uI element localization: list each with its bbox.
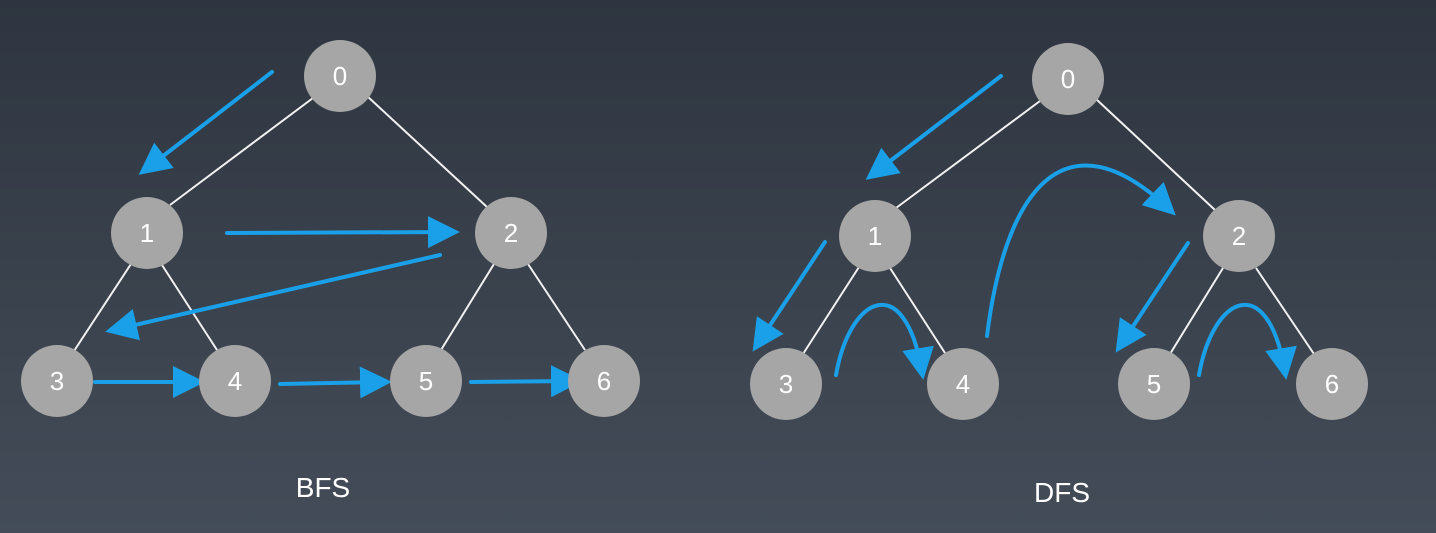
dfs-node-label-2: 2 bbox=[1232, 221, 1246, 251]
bfs-arrow-0-to-1 bbox=[138, 70, 274, 175]
bfs-node-4: 4 bbox=[199, 345, 271, 417]
dfs-node-label-5: 5 bbox=[1147, 369, 1161, 399]
dfs-arrows bbox=[752, 74, 1297, 380]
dfs-node-2: 2 bbox=[1203, 200, 1275, 272]
bfs-node-label-5: 5 bbox=[419, 366, 433, 396]
dfs-arrow-3-to-4 bbox=[834, 303, 934, 380]
dfs-node-label-3: 3 bbox=[779, 369, 793, 399]
dfs-edges bbox=[802, 98, 1315, 355]
bfs-node-1: 1 bbox=[111, 197, 183, 269]
bfs-caption: BFS bbox=[296, 472, 350, 503]
dfs-edge-1-3 bbox=[802, 266, 860, 355]
bfs-edges bbox=[73, 95, 586, 352]
dfs-node-1: 1 bbox=[839, 200, 911, 272]
bfs-node-label-6: 6 bbox=[597, 366, 611, 396]
dfs-edge-2-6 bbox=[1255, 267, 1315, 355]
dfs-arrow-2-to-5 bbox=[1115, 241, 1190, 353]
dfs-edge-2-5 bbox=[1169, 267, 1224, 355]
bfs-diagram: 0 1 2 3 4 5 6 bbox=[21, 40, 640, 503]
bfs-node-label-3: 3 bbox=[50, 366, 64, 396]
dfs-node-label-4: 4 bbox=[956, 369, 970, 399]
dfs-arrow-5-to-6 bbox=[1197, 303, 1297, 380]
dfs-node-5: 5 bbox=[1118, 348, 1190, 420]
dfs-node-6: 6 bbox=[1296, 348, 1368, 420]
bfs-edge-0-1 bbox=[169, 97, 314, 206]
dfs-nodes: 0 1 2 3 4 5 6 bbox=[750, 43, 1368, 420]
bfs-edge-2-6 bbox=[527, 263, 586, 351]
dfs-node-label-6: 6 bbox=[1325, 369, 1339, 399]
dfs-arrow-4-to-2 bbox=[985, 163, 1176, 338]
bfs-node-label-1: 1 bbox=[140, 218, 154, 248]
dfs-arrow-1-to-3 bbox=[752, 240, 827, 352]
dfs-edge-0-1 bbox=[895, 100, 1041, 209]
bfs-arrow-4-to-5 bbox=[278, 366, 392, 399]
dfs-node-3: 3 bbox=[750, 348, 822, 420]
bfs-node-0: 0 bbox=[304, 40, 376, 112]
bfs-arrows bbox=[93, 70, 583, 399]
bfs-arrow-1-to-2 bbox=[225, 216, 460, 249]
bfs-node-6: 6 bbox=[568, 345, 640, 417]
dfs-arrow-0-to-1 bbox=[865, 74, 1003, 180]
dfs-node-label-0: 0 bbox=[1061, 64, 1075, 94]
bfs-edge-0-2 bbox=[366, 95, 488, 208]
bfs-node-label-0: 0 bbox=[333, 61, 347, 91]
dfs-node-0: 0 bbox=[1032, 43, 1104, 115]
bfs-node-2: 2 bbox=[475, 197, 547, 269]
bfs-arrow-2-to-3 bbox=[105, 253, 442, 341]
bfs-nodes: 0 1 2 3 4 5 6 bbox=[21, 40, 640, 417]
dfs-node-label-1: 1 bbox=[868, 221, 882, 251]
bfs-edge-2-5 bbox=[440, 263, 495, 351]
bfs-arrow-5-to-6 bbox=[469, 365, 583, 398]
dfs-edge-0-2 bbox=[1095, 98, 1216, 211]
dfs-edge-1-4 bbox=[889, 267, 946, 354]
dfs-caption: DFS bbox=[1034, 477, 1090, 508]
bfs-edge-1-4 bbox=[161, 264, 218, 351]
dfs-node-4: 4 bbox=[927, 348, 999, 420]
dfs-diagram: 0 1 2 3 4 5 6 bbox=[750, 43, 1368, 508]
bfs-node-3: 3 bbox=[21, 345, 93, 417]
bfs-node-label-4: 4 bbox=[228, 366, 242, 396]
bfs-edge-1-3 bbox=[73, 263, 132, 352]
bfs-node-5: 5 bbox=[390, 345, 462, 417]
bfs-node-label-2: 2 bbox=[504, 218, 518, 248]
